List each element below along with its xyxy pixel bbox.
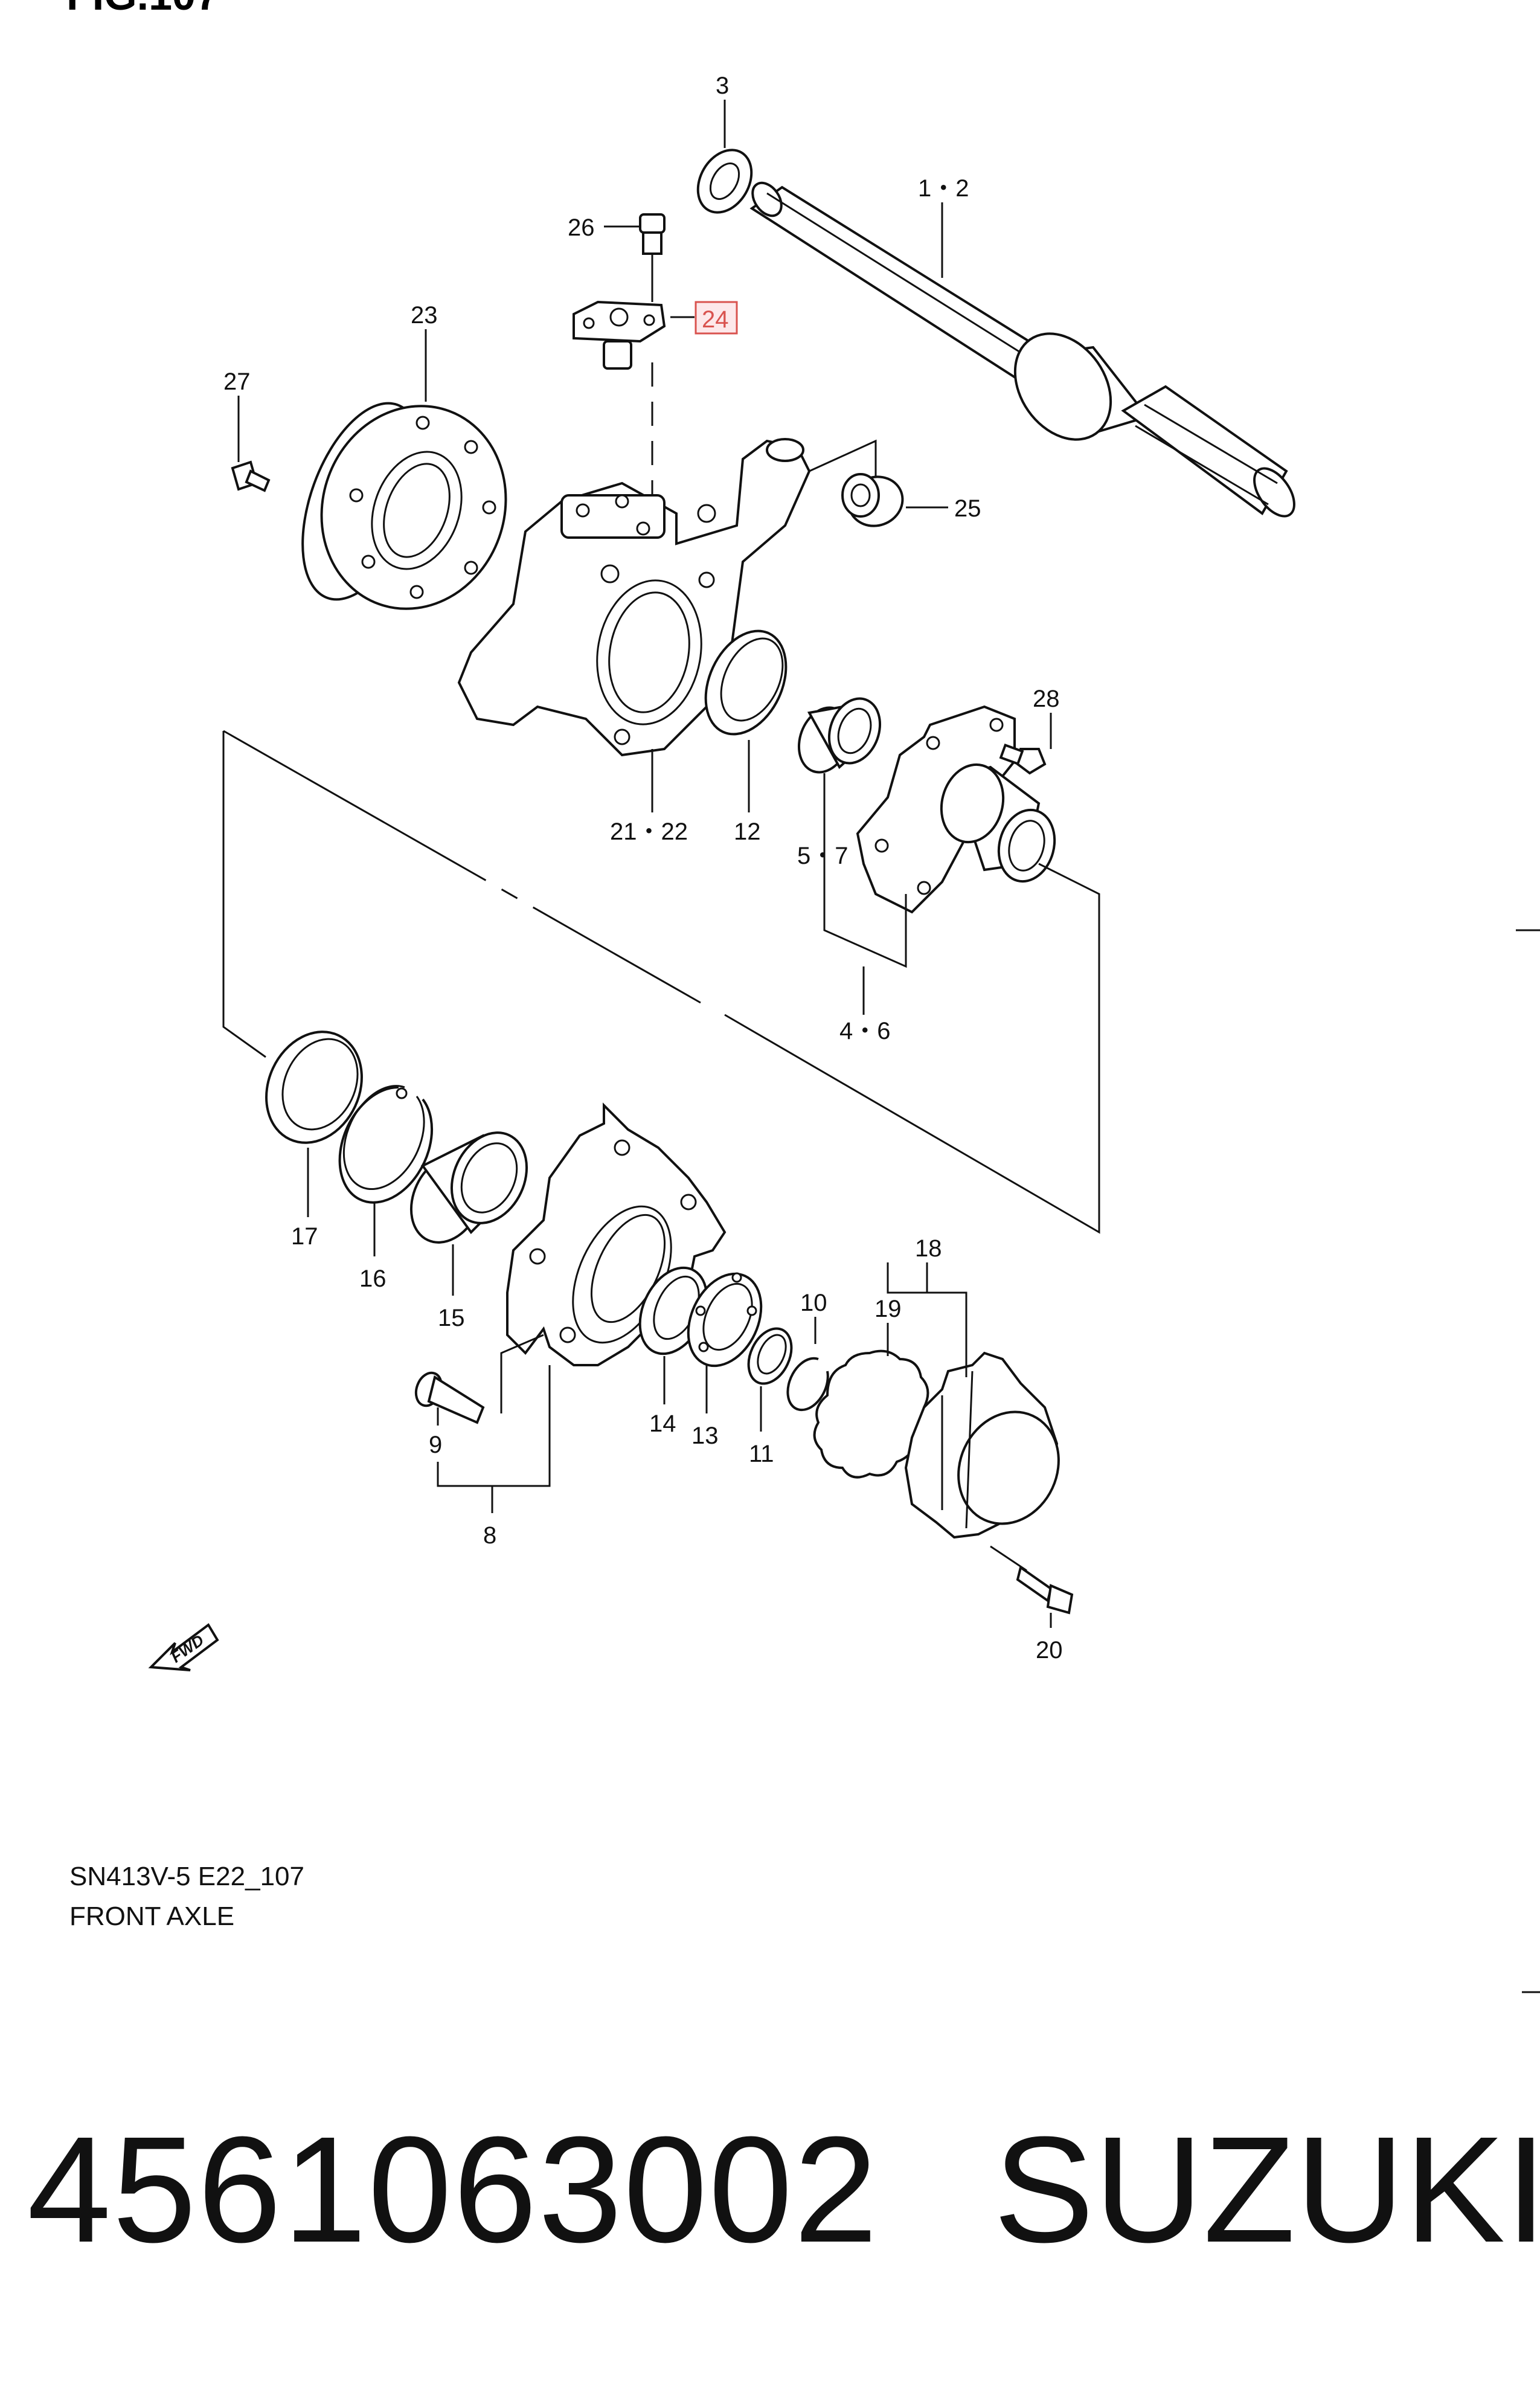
- leader-line: [809, 439, 877, 489]
- callout-17: 17: [291, 1223, 318, 1250]
- spindle-part: [856, 705, 1056, 914]
- figure-name-caption: FRONT AXLE: [69, 1902, 235, 1931]
- bushing-25-part: [841, 473, 904, 527]
- callout-10: 10: [800, 1290, 827, 1316]
- oil-seal-part: [696, 149, 753, 214]
- bearing-15-part: [409, 1131, 528, 1244]
- circlip-part: [786, 1357, 829, 1412]
- callout-18: 18: [915, 1235, 942, 1262]
- lock-washer-part: [687, 1272, 763, 1368]
- hub-cap-part: [904, 1351, 1060, 1539]
- callout-21-22: 21・22: [610, 818, 688, 845]
- callout-11: 11: [749, 1441, 774, 1467]
- leader-line: [223, 730, 701, 1004]
- leader-line: [990, 1545, 1027, 1572]
- bracket-24-part: [573, 300, 666, 370]
- seal-12-part: [704, 629, 788, 736]
- callout-15: 15: [438, 1305, 465, 1331]
- product-label-band: [0, 1993, 1540, 2392]
- callout-14: 14: [649, 1410, 676, 1437]
- brand-name: SUZUKI: [993, 2105, 1540, 2274]
- callout-28: 28: [1033, 686, 1060, 712]
- callout-25: 25: [954, 495, 981, 522]
- model-code-caption: SN413V-5 E22_107: [69, 1862, 304, 1891]
- lock-nut-part: [747, 1327, 793, 1385]
- callout-23: 23: [411, 302, 438, 329]
- leader-line: [823, 846, 907, 968]
- leader-line: [222, 731, 266, 1058]
- callout-9: 9: [429, 1432, 442, 1458]
- callout-24: 24: [702, 306, 729, 333]
- bolt-20-part: [1016, 1565, 1074, 1615]
- callout-4-6: 4・6: [839, 1018, 891, 1044]
- drive-shaft-part: [749, 181, 1295, 518]
- callout-27: 27: [223, 368, 251, 395]
- callout-5-7: 5・7: [797, 843, 849, 869]
- leader-line: [437, 1365, 551, 1487]
- callout-20: 20: [1036, 1637, 1063, 1664]
- bushing-5-7-part: [797, 697, 882, 774]
- bolt-27-part: [231, 460, 271, 492]
- snap-ring-part: [338, 1085, 434, 1204]
- part-number: 4561063002: [27, 2105, 879, 2274]
- callout-26: 26: [568, 214, 595, 241]
- callout-13: 13: [691, 1423, 719, 1449]
- bolt-26-part: [639, 213, 666, 255]
- callout-12: 12: [734, 818, 761, 845]
- seal-17-part: [265, 1030, 363, 1144]
- forward-direction-icon: FWD: [148, 1623, 219, 1671]
- callout-16: 16: [359, 1265, 387, 1292]
- callout-8: 8: [483, 1522, 496, 1549]
- hub-stud-part: [414, 1371, 485, 1424]
- callout-3: 3: [716, 72, 729, 99]
- leader-line: [724, 863, 1100, 1234]
- callout-24-highlight: [695, 301, 738, 335]
- figure-title: FIG.107: [66, 0, 219, 19]
- bearing-housing-part: [301, 402, 507, 610]
- exploded-parts-diagram: FIG.107 1・2 3 26 24: [66, 0, 1540, 1993]
- bolt-28-part: [999, 743, 1047, 775]
- leader-line: [500, 1334, 544, 1413]
- callout-19: 19: [874, 1296, 902, 1322]
- callout-1-2: 1・2: [918, 175, 969, 202]
